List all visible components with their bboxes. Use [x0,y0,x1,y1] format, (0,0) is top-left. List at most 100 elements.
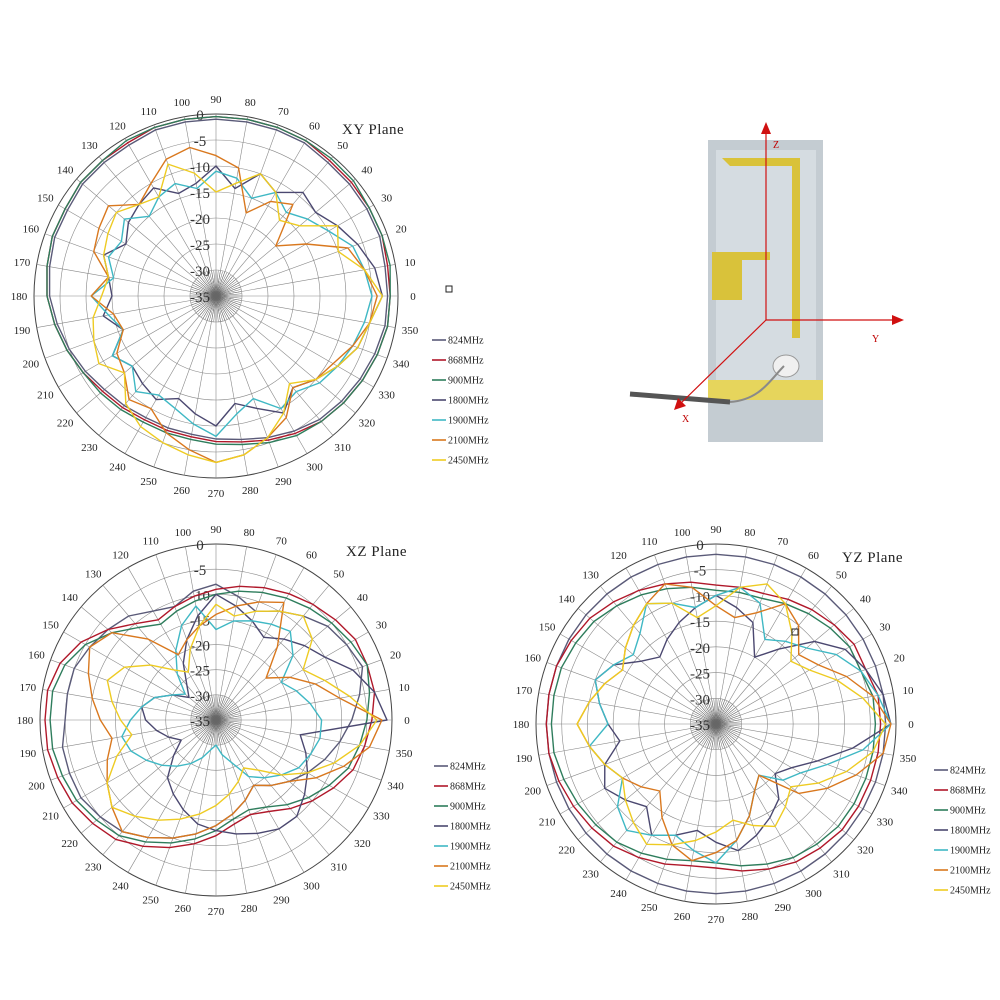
polar-hub-spoke [193,719,217,731]
polar-grid-spoke [215,295,334,436]
polar-hub-spoke [215,719,231,741]
marker-square [791,628,799,636]
polar-hub-spoke [699,704,717,725]
angle-tick-label: 170 [20,682,37,694]
radial-tick-label: -5 [194,563,207,579]
series-868mhz-line [44,585,376,849]
angle-tick-label: 10 [399,682,411,694]
angle-tick-label: 90 [711,524,723,536]
polar-grid-spoke [215,719,277,886]
polar-hub-spoke [215,719,236,737]
polar-grid-spoke [715,633,873,725]
legend-label: 1900MHz [448,416,489,427]
polar-grid-spoke [215,295,248,476]
polar-hub-spoke [705,701,717,725]
polar-hub-spoke [694,711,717,725]
radial-tick-label: -35 [190,290,210,306]
radial-tick-label: -35 [190,714,210,730]
angle-tick-label: 260 [174,485,191,497]
polar-grid-spoke [215,138,308,297]
polar-grid-spoke [215,719,330,856]
polar-grid-spoke [44,233,217,297]
legend-label: 1800MHz [448,396,489,407]
polar-hub-spoke [196,703,217,721]
polar-hub-spoke [215,295,242,299]
polar-hub-spoke [715,717,741,725]
angle-tick-label: 240 [109,462,126,474]
polar-hub-spoke [693,723,717,735]
angle-tick-label: 230 [582,868,599,880]
polar-hub-spoke [215,695,219,721]
polar-grid-spoke [215,295,374,388]
angle-tick-label: 100 [174,97,191,109]
polar-grid-spoke [127,719,217,873]
polar-hub-spoke [215,719,238,733]
angle-tick-label: 50 [337,140,349,152]
angle-tick-label: 180 [17,715,34,727]
polar-hub-spoke [715,698,719,725]
polar-hub-spoke [215,281,238,297]
angle-tick-label: 60 [309,120,321,132]
polar-hub-spoke [211,295,217,322]
polar-grid-spoke [215,719,390,751]
polar-grid-spoke [715,723,807,881]
polar-hub-spoke [207,696,217,721]
polar-hub-spoke [715,723,731,745]
polar-grid-spoke [215,719,382,781]
polar-hub-spoke [211,695,217,721]
angle-tick-label: 90 [211,524,223,536]
polar-grid-spoke [715,723,855,840]
x-axis-line [677,319,767,407]
polar-grid-spoke [127,567,217,721]
polar-grid-spoke [153,124,217,297]
legend-label: 824MHz [950,766,986,777]
series-1900mhz-line [121,605,323,779]
chart-title: XY Plane [342,122,404,138]
polar-hub-spoke [192,719,217,727]
polar-hub-spoke [191,719,217,723]
polar-hub-spoke [215,719,223,744]
angle-tick-label: 150 [37,193,54,205]
polar-hub-spoke [715,709,737,725]
angle-tick-label: 120 [109,120,126,132]
angle-tick-label: 100 [674,527,691,539]
polar-hub-spoke [696,707,717,725]
polar-hub-spoke [698,706,717,725]
angle-tick-label: 280 [742,911,759,923]
angle-tick-label: 200 [28,780,45,792]
angle-tick-label: 190 [14,325,31,337]
angle-tick-label: 350 [396,748,413,760]
angle-tick-label: 140 [558,594,575,606]
ground-strip [708,380,823,400]
polar-hub-spoke [211,270,217,297]
polar-grid-spoke [546,662,717,725]
angle-tick-label: 280 [241,903,258,915]
polar-hub-spoke [715,719,741,725]
angle-tick-label: 80 [744,527,756,539]
angle-tick-label: 60 [808,550,820,562]
polar-grid-spoke [50,719,217,781]
angle-tick-label: 30 [376,620,388,632]
polar-hub-spoke [215,291,242,297]
polar-grid-spoke [215,124,279,297]
polar-grid-spoke [215,233,388,297]
polar-grid-spoke [124,138,217,297]
series-2100mhz-line [90,146,378,464]
polar-hub-spoke [215,274,231,297]
polar-hub-spoke [715,723,727,747]
legend-label: 900MHz [950,806,986,817]
polar-hub-spoke [701,703,717,725]
polar-hub-spoke [695,709,717,725]
polar-grid-spoke [42,719,217,751]
polar-hub-spoke [692,715,717,725]
radial-tick-label: -30 [190,264,210,280]
angle-tick-label: 270 [708,914,725,926]
legend-label: 1800MHz [950,826,991,837]
polar-grid-spoke [715,546,748,725]
polar-hub-spoke [690,723,717,727]
xy-plane-chart: 0102030405060708090100110120130140150160… [11,94,489,500]
polar-hub-spoke [215,719,239,731]
polar-hub-spoke [715,723,738,737]
polar-hub-spoke [715,723,736,741]
radial-tick-label: -30 [190,689,210,705]
